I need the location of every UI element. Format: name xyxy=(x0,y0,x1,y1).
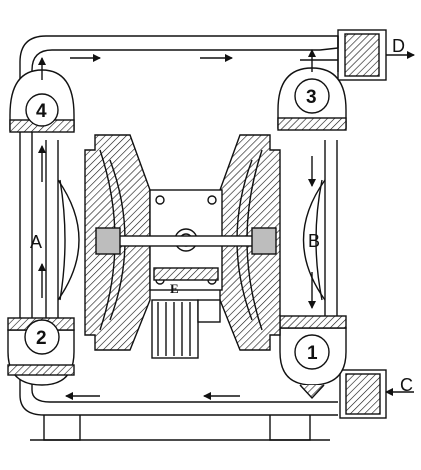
center-air-valve xyxy=(149,189,223,359)
connecting-shaft xyxy=(95,227,277,255)
suction-manifold xyxy=(19,330,387,441)
ball-3 xyxy=(294,78,330,114)
valve-3-label: 3 xyxy=(306,87,317,108)
ball-2 xyxy=(24,319,60,355)
port-c-label: C xyxy=(400,375,413,395)
valve-1-label: 1 xyxy=(307,343,318,364)
flow-arrows xyxy=(38,49,415,400)
discharge-manifold xyxy=(19,29,387,330)
valve-2-label: 2 xyxy=(36,328,47,349)
ball-4 xyxy=(25,93,59,127)
center-e-label: E xyxy=(170,281,179,296)
chamber-a-label: A xyxy=(30,232,42,252)
left-riser xyxy=(45,140,59,320)
valve-4-label: 4 xyxy=(36,101,47,122)
ball-1 xyxy=(294,334,330,370)
port-d-label: D xyxy=(392,36,405,56)
chamber-b-label: B xyxy=(308,231,320,251)
right-riser xyxy=(324,140,338,320)
